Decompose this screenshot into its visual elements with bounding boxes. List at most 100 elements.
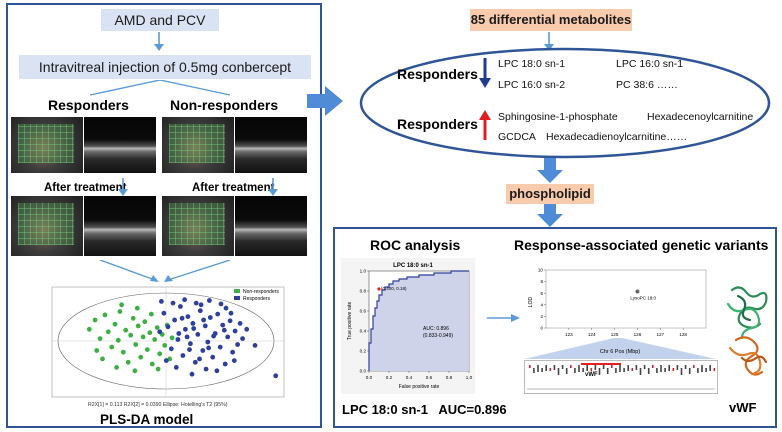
pls-point-responder [203, 366, 209, 372]
pls-point-responder [273, 373, 279, 379]
pls-point-nonresponder [138, 354, 144, 360]
metabolite-down-2: LPC 16:0 sn-1 [616, 58, 684, 70]
roc-y-tick-label: 1.0 [360, 269, 367, 274]
pls-point-nonresponder [120, 349, 126, 355]
metabolite-up-2: Hexadecenoylcarnitine [647, 111, 754, 123]
pls-point-nonresponder [109, 344, 115, 350]
arrow-down-metab [544, 32, 554, 51]
pls-point-nonresponder [100, 356, 105, 362]
gene-mark [574, 368, 576, 373]
legend-swatch-responders [234, 296, 240, 300]
chr-pos-label: Chr 6 Pos (Mbp) [600, 349, 641, 355]
lod-x-tick-label: 127 [656, 332, 664, 337]
genetic-variants-title: Response-associated genetic variants [514, 237, 769, 253]
metabolite-down-1: LPC 18:0 sn-1 [498, 58, 566, 70]
gene-mark [664, 368, 666, 372]
gene-mark [693, 365, 695, 368]
pls-point-responder [244, 326, 250, 332]
arrow-converge [99, 260, 231, 282]
pls-point-responder [205, 339, 211, 345]
gene-mark [656, 368, 658, 373]
pls-point-responder [163, 358, 169, 363]
zoom-wedge: Chr 6 Pos (Mbp) [524, 338, 716, 359]
gene-mark [705, 368, 707, 372]
pls-point-responder [235, 342, 241, 347]
pls-point-responder [228, 310, 234, 316]
gene-mark [647, 368, 650, 374]
metabolite-down-3: LPC 16:0 sn-2 [498, 79, 566, 91]
metabolite-up-3: GCDCA [498, 131, 536, 143]
pls-point-nonresponder [128, 332, 134, 338]
pls-point-nonresponder [140, 334, 146, 340]
pls-point-responder [227, 318, 233, 324]
lod-plot-area [545, 269, 707, 329]
pls-point-responder [172, 317, 178, 323]
legend-swatch-nonresponders [234, 289, 240, 293]
pls-point-responder [170, 300, 176, 306]
gene-mark [529, 365, 531, 368]
oct-image-nonresponder-after [235, 196, 307, 256]
pls-point-responder [159, 299, 164, 304]
pls-point-responder [207, 298, 212, 303]
big-arrow-right [307, 86, 343, 116]
pls-point-responder [187, 347, 192, 352]
gene-mark [639, 368, 642, 375]
gene-mark [676, 365, 679, 370]
pls-point-nonresponder [162, 343, 168, 348]
responders-up-label: Responders [397, 116, 478, 132]
roc-y-tick-label: 0.2 [360, 349, 367, 354]
gene-mark [561, 365, 564, 369]
big-arrow-down-2 [537, 204, 563, 227]
pls-point-nonresponder [94, 348, 100, 353]
metabolite-up-4: Hexadecadienoylcarnitine…… [546, 131, 688, 143]
pls-point-responder [195, 332, 201, 337]
pls-point-nonresponder [97, 336, 103, 341]
pls-point-responder [230, 349, 236, 355]
roc-x-tick-label: 0.6 [426, 375, 433, 380]
gene-mark [680, 368, 683, 375]
pls-point-nonresponder [114, 365, 119, 370]
lod-x-tick-label: 124 [588, 332, 596, 337]
pls-point-nonresponder [152, 337, 158, 342]
lod-x-tick-label: 128 [679, 332, 687, 337]
protein-structure-image [726, 286, 768, 376]
fundus-image-responder-before [11, 117, 83, 173]
pls-point-responder [207, 315, 213, 320]
pls-point-responder [200, 348, 206, 353]
pls-point-responder [184, 334, 190, 340]
roc-y-tick-label: 0.6 [360, 309, 367, 314]
lod-peak-point [635, 289, 640, 294]
roc-x-tick-label: 0.4 [406, 375, 413, 380]
gene-mark [602, 365, 605, 369]
gene-mark [598, 368, 601, 375]
pls-point-nonresponder [134, 305, 140, 311]
pls-point-responder [179, 315, 185, 321]
pls-point-responder [206, 345, 212, 351]
legend-nonresponders: Non-responders [243, 289, 279, 295]
roc-x-tick-label: 0.8 [446, 375, 453, 380]
pls-point-responder [191, 326, 197, 331]
roc-point-label: (0.400, 0.18) [381, 286, 407, 291]
pls-point-responder [240, 336, 246, 341]
roc-y-tick-label: 0.4 [360, 329, 367, 334]
pls-point-responder [182, 297, 188, 303]
pls-point-responder [173, 365, 179, 370]
phospholipid-box: phospholipid [506, 184, 594, 204]
pls-point-responder [237, 321, 243, 326]
gene-mark [709, 365, 711, 371]
treatment-box: Intravitreal injection of 0.5mg conberce… [19, 55, 311, 79]
gene-mark [627, 365, 629, 371]
pls-point-responder [201, 317, 207, 323]
pls-point-nonresponder [125, 359, 131, 365]
pls-point-responder [225, 334, 231, 340]
pls-point-responder [202, 323, 208, 329]
pls-point-nonresponder [147, 330, 153, 336]
pls-point-responder [161, 310, 167, 316]
pls-point-responder [165, 324, 171, 330]
pls-point-responder [197, 308, 203, 314]
pls-point-nonresponder [132, 368, 138, 374]
pls-point-nonresponder [130, 315, 136, 321]
gene-mark [553, 365, 556, 370]
fundus-image-nonresponder-before [162, 117, 234, 173]
gene-mark [578, 365, 580, 372]
